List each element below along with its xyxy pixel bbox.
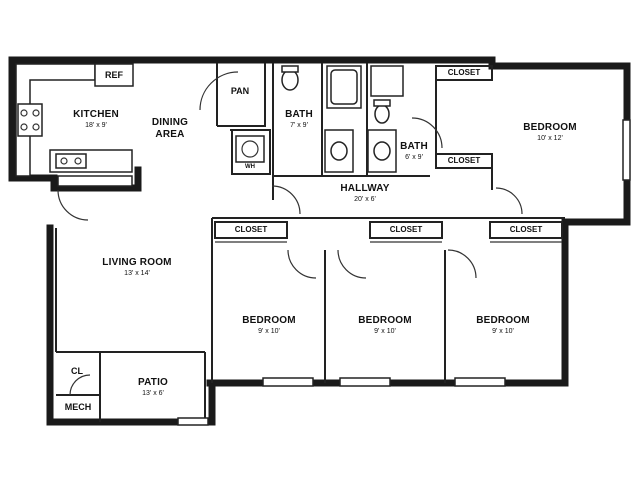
master-closet-top-label: CLOSET — [447, 68, 481, 77]
bath2-name: BATH — [400, 141, 428, 152]
bedroom2-size: 9' x 10' — [258, 328, 280, 335]
bath1-size: 7' x 9' — [290, 122, 308, 129]
bedroom3-label: BEDROOM 9' x 10' — [350, 315, 420, 336]
wh-label: WH — [245, 164, 255, 170]
kitchen-fixtures — [15, 63, 134, 187]
bedroom4-size: 9' x 10' — [492, 328, 514, 335]
hallway-label: HALLWAY 20' x 6' — [330, 183, 400, 204]
bedroom3-size: 9' x 10' — [374, 328, 396, 335]
bedroom4-closet-label: CLOSET — [509, 225, 543, 234]
master-closet-bottom-label: CLOSET — [447, 156, 481, 165]
bedroom2-label: BEDROOM 9' x 10' — [234, 315, 304, 336]
bedroom-master-label: BEDROOM 10' x 12' — [515, 122, 585, 143]
bath2-size: 6' x 9' — [405, 154, 423, 161]
living-room-name: LIVING ROOM — [102, 257, 172, 268]
kitchen-label: KITCHEN 18' x 9' — [62, 109, 130, 130]
pan-label: PAN — [230, 86, 250, 96]
kitchen-size: 18' x 9' — [85, 122, 107, 129]
kitchen-name: KITCHEN — [73, 109, 119, 120]
bath-fixtures — [235, 65, 404, 173]
bedroom4-name: BEDROOM — [476, 315, 530, 326]
windows — [177, 119, 631, 426]
bedroom-master-name: BEDROOM — [523, 122, 577, 133]
bedroom3-name: BEDROOM — [358, 315, 412, 326]
bedroom4-label: BEDROOM 9' x 10' — [468, 315, 538, 336]
bedroom-master-size: 10' x 12' — [537, 135, 563, 142]
ref-label: REF — [105, 70, 123, 80]
interior-walls — [55, 63, 565, 422]
door-swings — [57, 71, 523, 396]
bedroom2-name: BEDROOM — [242, 315, 296, 326]
patio-name: PATIO — [137, 377, 169, 388]
bath1-label: BATH 7' x 9' — [278, 109, 320, 130]
mech-label: MECH — [64, 402, 92, 412]
living-room-size: 13' x 14' — [124, 270, 150, 277]
bath1-name: BATH — [285, 109, 313, 120]
hallway-size: 20' x 6' — [354, 196, 376, 203]
bath2-label: BATH 6' x 9' — [394, 141, 434, 162]
bedroom3-closet-label: CLOSET — [389, 225, 423, 234]
bedroom2-closet-label: CLOSET — [234, 225, 268, 234]
dining-label: DINING AREA — [140, 118, 200, 140]
patio-label: PATIO 13' x 6' — [128, 377, 178, 398]
patio-size: 13' x 6' — [142, 390, 164, 397]
dining-name-line2: AREA — [155, 129, 185, 140]
living-room-label: LIVING ROOM 13' x 14' — [92, 257, 182, 278]
dining-name-line1: DINING — [151, 117, 189, 128]
cl-label: CL — [71, 366, 83, 376]
hallway-name: HALLWAY — [340, 183, 390, 194]
